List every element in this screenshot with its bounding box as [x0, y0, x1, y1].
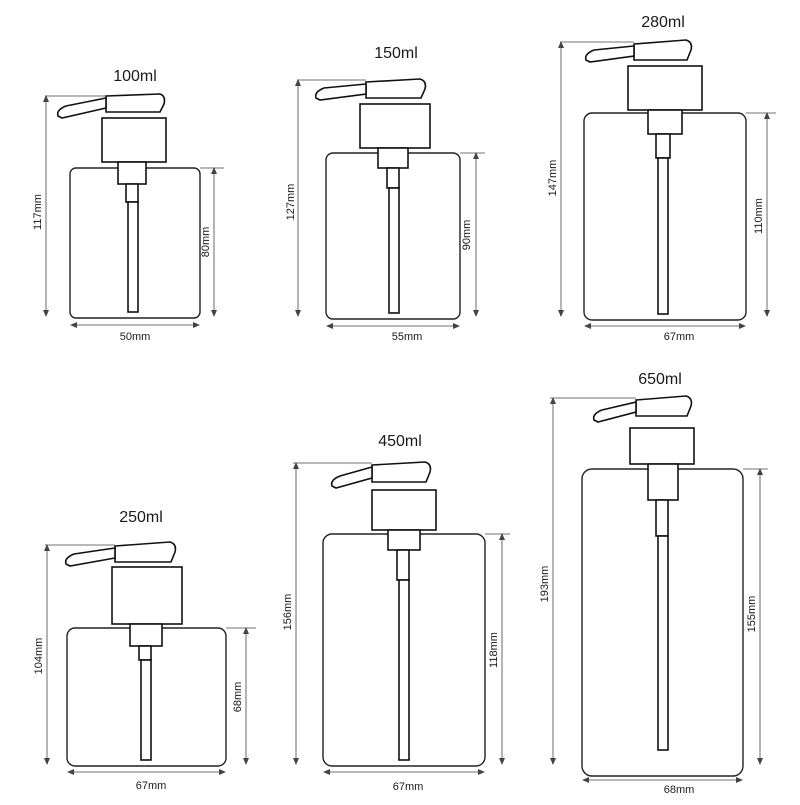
volume-label: 450ml — [378, 433, 422, 450]
bottle-100ml: 100ml 117mm 80mm — [32, 68, 224, 343]
dim-body-height: 118mm — [485, 533, 510, 765]
width-label: 55mm — [392, 331, 423, 343]
pump-head — [592, 395, 695, 751]
dim-total-height: 156mm — [282, 462, 372, 765]
bottle-650ml: 650ml 193mm 155mm — [539, 371, 768, 796]
dim-body-height: 80mm — [200, 167, 224, 317]
dim-body-height: 68mm — [226, 627, 256, 765]
bottle-250ml: 250ml 104mm 68mm — [33, 509, 256, 792]
bottle-150ml: 150ml 127mm 90mm — [285, 45, 485, 343]
width-label: 67mm — [136, 780, 167, 792]
volume-label: 100ml — [113, 68, 157, 85]
body-height-label: 118mm — [488, 632, 500, 668]
volume-label: 280ml — [641, 14, 685, 31]
pump-head — [584, 39, 703, 315]
pump-head — [330, 461, 437, 761]
width-label: 50mm — [120, 331, 151, 343]
volume-label: 250ml — [119, 509, 163, 526]
dim-body-height: 110mm — [746, 112, 776, 317]
dim-width: 55mm — [326, 323, 460, 343]
body-height-label: 90mm — [461, 220, 473, 251]
bottle-280ml: 280ml 147mm 110mm — [547, 14, 776, 343]
volume-label: 650ml — [638, 371, 682, 388]
body-height-label: 68mm — [232, 682, 244, 713]
dim-body-height: 155mm — [743, 468, 768, 765]
body-height-label: 80mm — [200, 227, 212, 258]
dim-width: 50mm — [70, 322, 200, 343]
dim-body-height: 90mm — [460, 152, 485, 317]
total-height-label: 104mm — [33, 638, 45, 675]
dim-total-height: 193mm — [539, 397, 636, 765]
dim-width: 68mm — [582, 777, 743, 796]
total-height-label: 147mm — [547, 160, 559, 197]
pump-head — [314, 78, 431, 314]
dim-width: 67mm — [584, 323, 746, 343]
dim-total-height: 127mm — [285, 79, 366, 317]
pump-head — [64, 541, 183, 761]
width-label: 67mm — [664, 331, 695, 343]
volume-label: 150ml — [374, 45, 418, 62]
total-height-label: 193mm — [539, 566, 551, 603]
total-height-label: 127mm — [285, 184, 297, 221]
total-height-label: 117mm — [32, 194, 44, 230]
total-height-label: 156mm — [282, 594, 294, 631]
bottle-450ml: 450ml 156mm 118mm — [282, 433, 510, 793]
body-height-label: 155mm — [746, 596, 758, 633]
width-label: 67mm — [393, 781, 424, 793]
dim-total-height: 147mm — [547, 41, 634, 317]
body-height-label: 110mm — [753, 198, 765, 234]
width-label: 68mm — [664, 784, 695, 796]
pump-head — [56, 93, 167, 313]
dim-total-height: 117mm — [32, 95, 106, 317]
dim-width: 67mm — [67, 769, 226, 792]
dim-total-height: 104mm — [33, 544, 115, 765]
dim-width: 67mm — [323, 769, 485, 793]
